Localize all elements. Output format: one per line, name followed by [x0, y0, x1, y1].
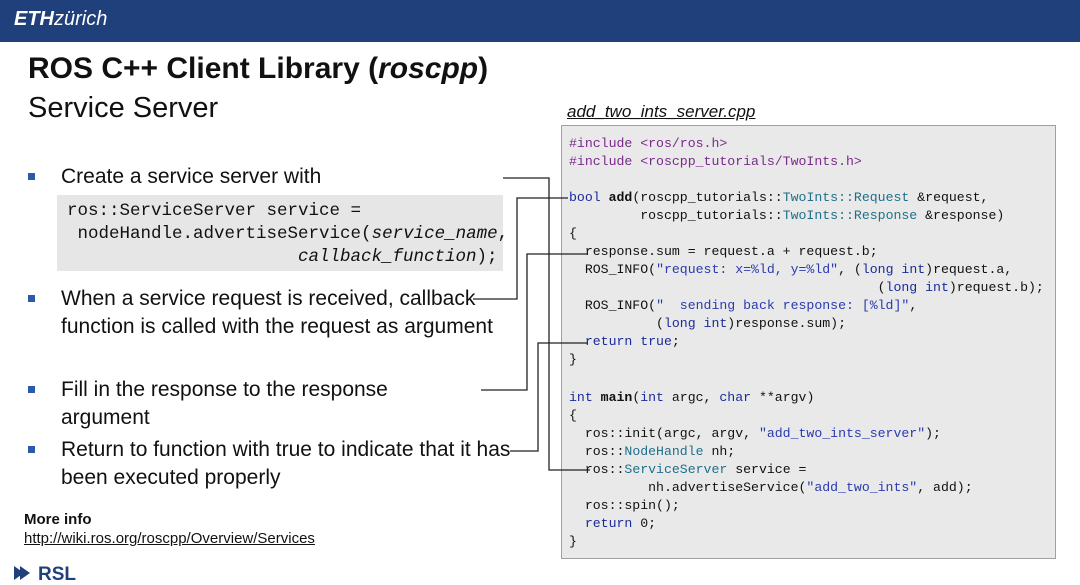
slide-title: ROS C++ Client Library (roscpp) [28, 52, 488, 86]
bullet-marker [28, 446, 35, 453]
code-listing: #include <ros/ros.h> #include <roscpp_tu… [561, 125, 1056, 559]
code-line: int main(int argc, char **argv) [569, 390, 815, 405]
file-label: add_two_ints_server.cpp [567, 102, 756, 121]
rsl-logo-mark: RSL [14, 564, 76, 585]
bullet-text: Fill in the response to the response arg… [61, 378, 388, 429]
code-line: (long int)request.b); [569, 280, 1044, 295]
code-snippet: ros::ServiceServer service = nodeHandle.… [57, 195, 508, 271]
more-info-heading: More info [24, 511, 92, 528]
code-line: ros::init(argc, argv, "add_two_ints_serv… [569, 426, 941, 441]
code-line: { [569, 408, 577, 423]
header-bar: ETHzürich [0, 0, 1080, 42]
connector-return [510, 342, 588, 452]
slide-subtitle: Service Server [28, 92, 219, 124]
snippet-line: callback_function); [298, 247, 498, 267]
connector-callback [473, 197, 568, 300]
code-line: } [569, 534, 577, 549]
code-line: ros::ServiceServer service = [569, 462, 807, 477]
code-line: (long int)response.sum); [569, 316, 846, 331]
code-line: ros::spin(); [569, 498, 680, 513]
bullet-marker [28, 295, 35, 302]
code-line: bool add(roscpp_tutorials::TwoInts::Requ… [569, 190, 989, 205]
bullet-text: When a service request is received, call… [61, 287, 493, 338]
code-line: } [569, 352, 577, 367]
code-line: roscpp_tutorials::TwoInts::Response &res… [569, 208, 1005, 223]
code-line: nh.advertiseService("add_two_ints", add)… [569, 480, 973, 495]
code-line: return 0; [584, 516, 657, 531]
bullet-marker [28, 386, 35, 393]
snippet-line: nodeHandle.advertiseService(service_name… [67, 224, 509, 244]
rsl-logo: RSL [14, 564, 104, 585]
code-line: #include <ros/ros.h> [569, 136, 728, 151]
services-link[interactable]: http://wiki.ros.org/roscpp/Overview/Serv… [24, 530, 315, 547]
connector-response [481, 253, 588, 391]
logo-zurich: zürich [54, 8, 108, 30]
bullet-marker [28, 173, 35, 180]
code-line: #include <roscpp_tutorials/TwoInts.h> [569, 154, 862, 169]
snippet-line: ros::ServiceServer service = [67, 201, 362, 221]
rsl-logo-text: RSL [38, 564, 76, 580]
code-line: response.sum = request.a + request.b; [569, 244, 878, 259]
title-close: ) [478, 52, 489, 85]
bullet-text: Create a service server with [61, 165, 322, 188]
eth-logo: ETHzürich [14, 8, 107, 31]
code-line: { [569, 226, 577, 241]
logo-eth: ETH [14, 8, 54, 30]
code-line: ROS_INFO("request: x=%ld, y=%ld", (long … [569, 262, 1013, 277]
code-line: ROS_INFO(" sending back response: [%ld]"… [569, 298, 918, 313]
title-lib: roscpp [378, 52, 479, 85]
connector-create [503, 177, 590, 471]
bullet-text: Return to function with true to indicate… [61, 438, 511, 489]
title-main: ROS C++ Client Library ( [28, 52, 379, 85]
code-line: ros::NodeHandle nh; [569, 444, 736, 459]
code-line: return true; [584, 334, 680, 349]
